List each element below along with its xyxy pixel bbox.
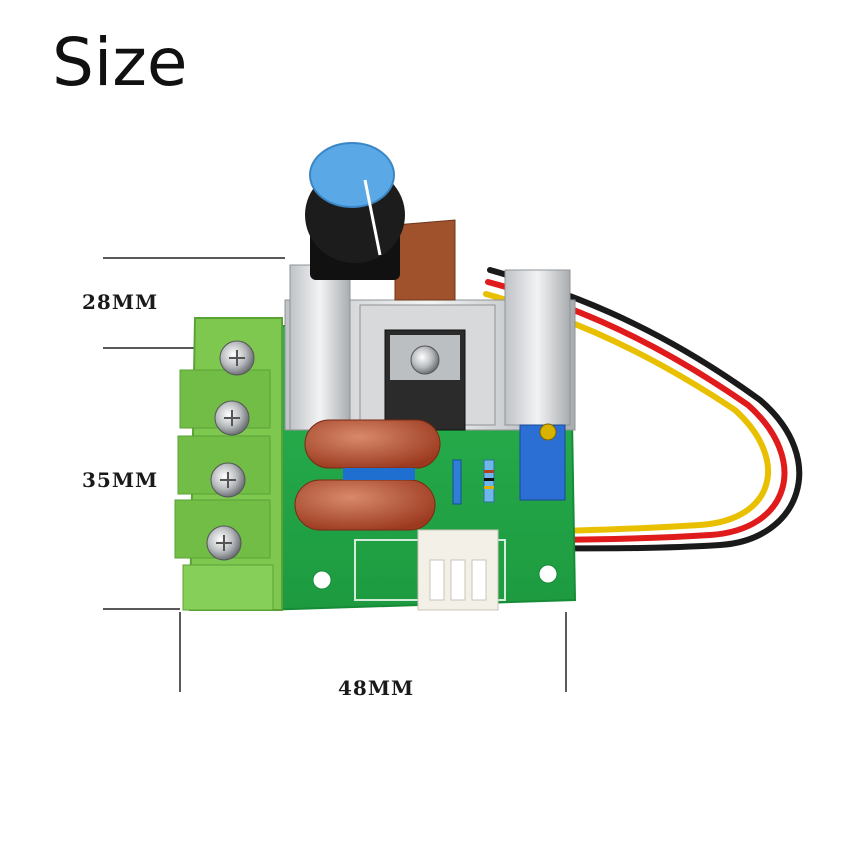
wire-black <box>467 267 803 552</box>
dimension-label-side-height: 35MM <box>82 468 159 492</box>
dimension-label-width: 48MM <box>338 676 415 700</box>
capacitor-bottom <box>294 479 436 531</box>
potentiometer <box>305 142 456 301</box>
dimension-lines <box>103 257 567 692</box>
wire-yellow <box>467 291 772 535</box>
mounting-hole <box>312 570 332 590</box>
film-capacitors <box>294 419 441 531</box>
screw-icon <box>410 345 440 375</box>
wire-connector <box>417 529 499 611</box>
terminal-block <box>174 317 283 611</box>
wire-red <box>467 279 788 543</box>
triac-transistor <box>384 329 466 431</box>
wire-bundle <box>467 267 803 552</box>
diode <box>452 459 462 505</box>
knob-cap <box>309 142 395 208</box>
mounting-hole <box>538 564 558 584</box>
knob-indicator <box>363 179 382 256</box>
trimmer-screw-icon <box>539 423 557 441</box>
blue-capacitor-array <box>343 468 415 480</box>
capacitor-top <box>304 419 441 469</box>
trimmer-potentiometer <box>519 423 566 501</box>
page-title: Size <box>52 24 188 101</box>
small-components <box>343 459 495 505</box>
dimension-label-top-height: 28MM <box>82 290 159 314</box>
